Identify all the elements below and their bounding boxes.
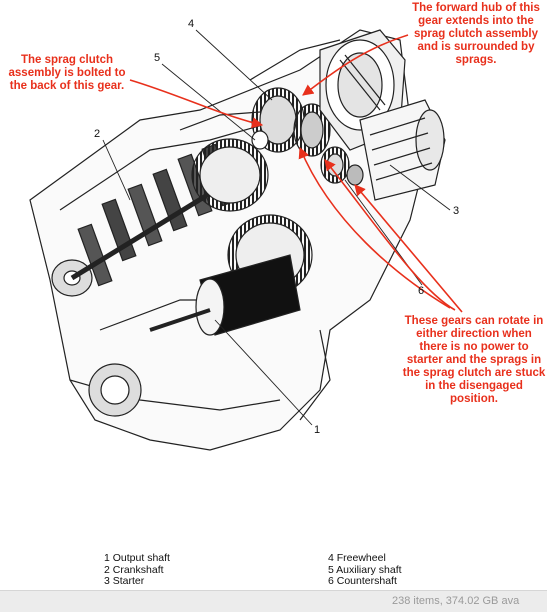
callout-1: 1	[314, 424, 321, 436]
annotation-forward-hub: The forward hub of this gear extends int…	[412, 2, 540, 66]
annotation-gears-rotate: These gears can rotate in either directi…	[402, 315, 546, 405]
callout-6: 6	[418, 285, 425, 297]
status-text: 238 items, 374.02 GB ava	[392, 595, 520, 607]
legend-column-left: 1 Output shaft 2 Crankshaft 3 Starter	[104, 552, 170, 588]
callout-4: 4	[188, 18, 195, 30]
engine-diagram: The sprag clutch assembly is bolted to t…	[8, 2, 546, 451]
annotation-sprag-clutch: The sprag clutch assembly is bolted to t…	[8, 54, 126, 92]
legend-item: 5 Auxiliary shaft	[328, 563, 402, 576]
legend-item: 6 Countershaft	[328, 575, 397, 587]
status-bar: 238 items, 374.02 GB ava	[0, 590, 547, 612]
legend-item: 3 Starter	[104, 575, 145, 587]
parts-legend: 1 Output shaft 2 Crankshaft 3 Starter 4 …	[0, 552, 547, 591]
starter-motor	[346, 99, 446, 201]
legend-item: 2 Crankshaft	[104, 563, 164, 576]
lower-gear-and-output-shaft	[88, 214, 313, 417]
engine-line-art	[29, 29, 463, 451]
callout-5: 5	[154, 52, 161, 64]
annotation-arrows	[129, 34, 463, 313]
callout-3: 3	[453, 205, 460, 217]
legend-item: 4 Freewheel	[328, 552, 386, 564]
upper-gears	[191, 87, 350, 212]
callout-2: 2	[94, 128, 101, 140]
legend-column-right: 4 Freewheel 5 Auxiliary shaft 6 Counters…	[328, 552, 402, 588]
legend-item: 1 Output shaft	[104, 552, 170, 564]
